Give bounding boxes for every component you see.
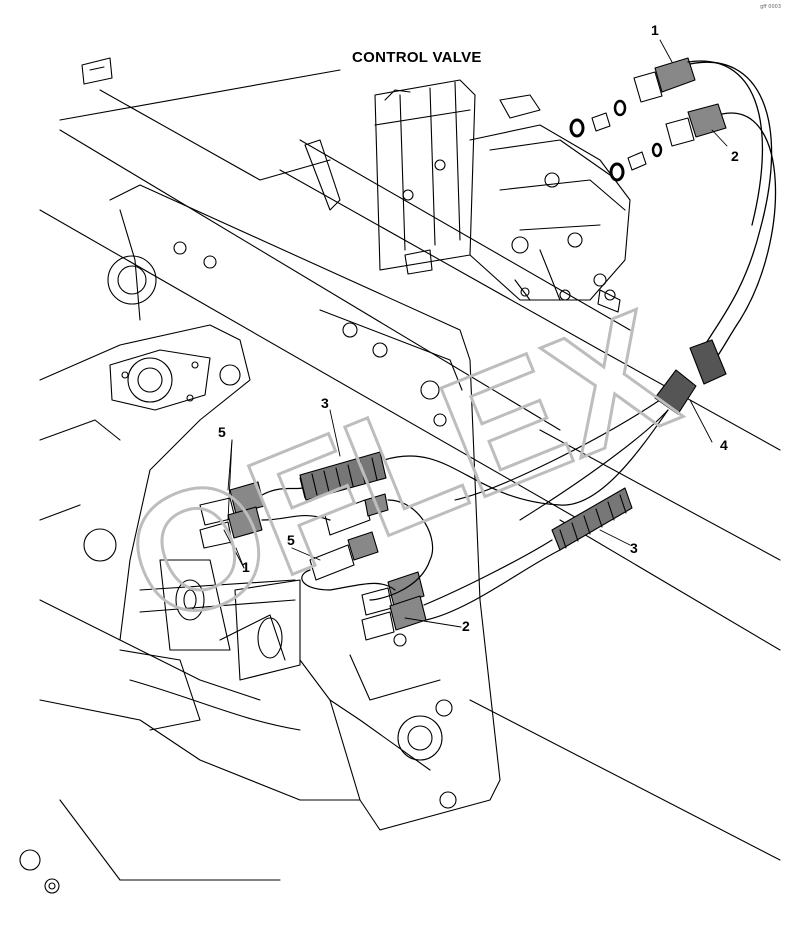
diagram-title: CONTROL VALVE bbox=[352, 49, 482, 66]
joint-4 bbox=[454, 339, 727, 521]
callout-3-lower: 3 bbox=[630, 540, 638, 556]
valve-fittings bbox=[569, 99, 663, 182]
frame-plate bbox=[107, 184, 501, 831]
bracket-top-left bbox=[81, 57, 433, 275]
axle-shaft bbox=[119, 559, 301, 731]
hoses-lower bbox=[261, 409, 669, 621]
control-valve-block bbox=[374, 79, 631, 313]
callout-1-top: 1 bbox=[651, 22, 659, 38]
lower-left-bolts bbox=[19, 799, 281, 894]
top-couplings bbox=[633, 57, 727, 147]
callout-5-upper: 5 bbox=[218, 424, 226, 440]
callout-1-lower: 1 bbox=[242, 559, 250, 575]
callout-5-lower: 5 bbox=[287, 532, 295, 548]
steering-knuckle bbox=[39, 324, 361, 801]
callout-3-upper: 3 bbox=[321, 395, 329, 411]
callout-2-lower: 2 bbox=[462, 618, 470, 634]
callout-4: 4 bbox=[720, 437, 728, 453]
corner-code: gff 0003 bbox=[760, 4, 781, 10]
hoses-upper bbox=[687, 60, 777, 361]
leader-lines bbox=[223, 39, 728, 628]
callout-2-top: 2 bbox=[731, 148, 739, 164]
lower-couplings bbox=[199, 451, 633, 641]
